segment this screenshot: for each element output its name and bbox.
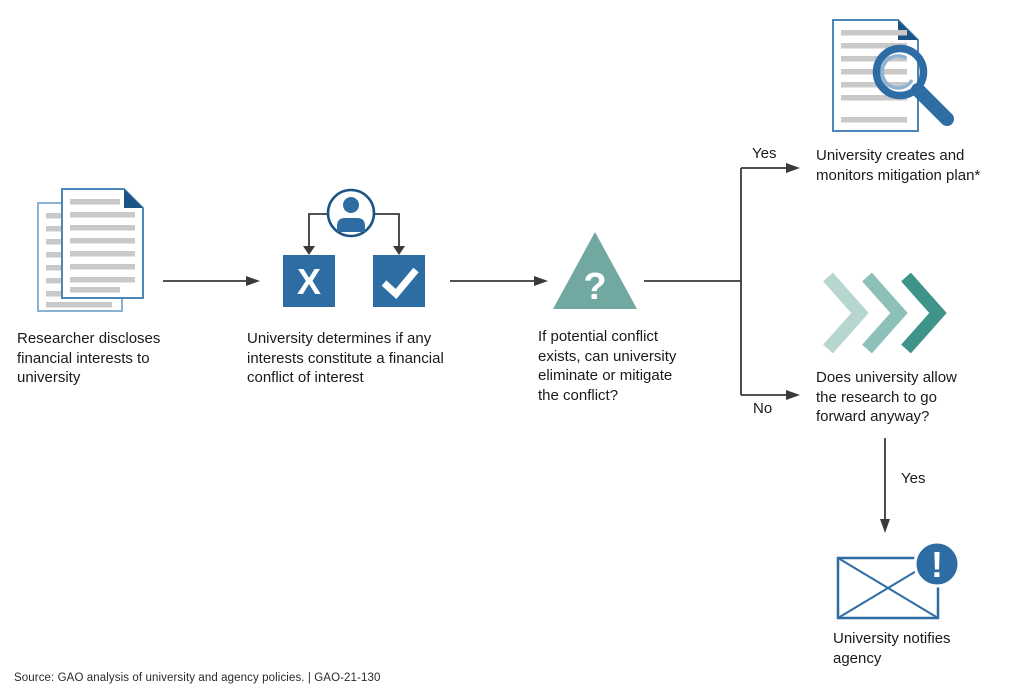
caption-line: conflict of interest <box>247 369 364 386</box>
person-head <box>343 197 359 213</box>
forward-chevrons-icon <box>823 272 947 354</box>
source-note: Source: GAO analysis of university and a… <box>14 672 381 684</box>
down-arrowhead-right <box>393 246 405 255</box>
caption-line: financial interests to <box>17 349 150 367</box>
caption-line: If potential conflict <box>538 328 659 345</box>
caption-researcher-discloses: Researcher discloses financial interests… <box>17 329 202 388</box>
question-mark-icon: ? <box>583 266 606 308</box>
documents-icon <box>37 188 144 312</box>
envelope-alert-icon: ! <box>836 540 961 620</box>
x-icon: X <box>297 261 321 302</box>
label-yes-down: Yes <box>901 470 926 487</box>
chevron-mid <box>862 272 908 354</box>
chevron-light <box>823 272 869 354</box>
question-triangle-icon: ? <box>553 232 637 309</box>
caption-line: the research to go <box>816 388 937 406</box>
caption-line: University determines if any <box>247 330 432 347</box>
caption-line: Does university allow <box>816 369 957 386</box>
checkmark-icon <box>381 267 419 300</box>
triangle-shape <box>553 232 637 309</box>
down-arrowhead-left <box>303 246 315 255</box>
caption-mitigation-plan: University creates and monitors mitigati… <box>816 146 1021 185</box>
alert-badge <box>913 540 961 588</box>
determination-icon: X <box>283 188 425 307</box>
caption-line: forward anyway? <box>816 408 930 425</box>
caption-line: interests constitute a financial <box>247 349 444 367</box>
caption-forward-question: Does university allow the research to go… <box>816 368 1001 427</box>
x-square <box>283 255 335 307</box>
caption-line: university <box>17 369 81 386</box>
chevron-dark <box>901 272 947 354</box>
exclamation-icon: ! <box>931 544 943 585</box>
document-magnifier-icon <box>832 19 954 132</box>
folded-corner <box>124 189 143 208</box>
caption-line: the conflict? <box>538 386 619 404</box>
front-document-lines <box>70 199 135 293</box>
caption-university-determines: University determines if any interests c… <box>247 329 482 388</box>
caption-line: University notifies <box>833 630 951 647</box>
caption-line: monitors mitigation plan* <box>816 166 981 184</box>
caption-notify-agency: University notifies agency <box>833 629 988 668</box>
person-body <box>337 218 365 232</box>
caption-line: exists, can university <box>538 347 677 365</box>
magnifier-highlight <box>880 54 914 90</box>
check-square <box>373 255 425 307</box>
caption-line: Researcher discloses <box>17 330 161 347</box>
magnifier-ring <box>872 44 928 100</box>
person-branch-lines <box>308 213 400 246</box>
label-yes-top: Yes <box>752 145 777 162</box>
caption-conflict-question: If potential conflict exists, can univer… <box>538 327 713 405</box>
magnifier-handle <box>911 83 954 126</box>
front-document <box>61 188 144 299</box>
caption-line: agency <box>833 649 882 667</box>
label-no-bottom: No <box>753 400 773 417</box>
caption-line: eliminate or mitigate <box>538 367 673 384</box>
caption-line: University creates and <box>816 147 965 164</box>
